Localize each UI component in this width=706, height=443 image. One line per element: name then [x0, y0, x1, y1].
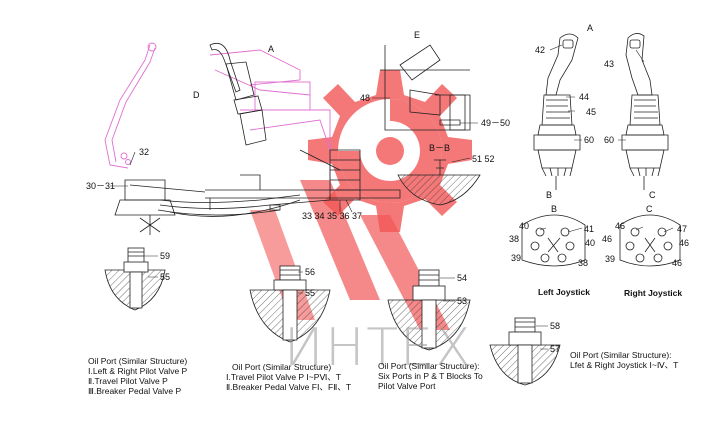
callout-56: 56	[305, 267, 316, 277]
caption-3-title: Oil Port (Similar Structure):	[378, 361, 480, 371]
callout-39-left: 39	[511, 253, 522, 263]
callout-48: 48	[360, 93, 371, 103]
callout-60-right: 60	[604, 135, 615, 145]
right-joystick-drawing	[621, 33, 669, 190]
callout-41: 41	[584, 224, 595, 234]
left-joystick-drawing	[533, 33, 581, 190]
caption-2-line-2: Ⅱ.Breaker Pedal Valve FⅠ、FⅡ、T	[226, 382, 352, 392]
view-arrow-b: B	[546, 190, 553, 200]
caption-4-line-1: Lfet & Right Joystick Ⅰ~Ⅳ、T	[570, 360, 679, 370]
caption-3-line-1: Six Ports in P & T Blocks To	[378, 371, 483, 381]
callout-46-bottom: 46	[672, 258, 683, 268]
view-title-b: B	[551, 204, 558, 214]
view-label-a-right: A	[587, 23, 594, 33]
callout-40-right: 40	[585, 238, 596, 248]
left-joystick-title: Left Joystick	[538, 287, 590, 297]
callout-53: 53	[457, 296, 468, 306]
callout-44: 44	[579, 92, 590, 102]
port-view-c	[619, 214, 681, 267]
callout-42: 42	[535, 45, 546, 55]
view-arrow-c: C	[649, 190, 656, 200]
oil-port-detail-4	[489, 317, 561, 386]
callout-57: 57	[550, 344, 561, 354]
oil-port-detail-3	[387, 269, 471, 351]
callout-54: 54	[457, 273, 468, 283]
caption-2-line-1: Ⅰ.Travel Pilot Valve P Ⅰ~PⅥ、T	[226, 372, 341, 382]
callout-46-right: 46	[679, 238, 690, 248]
callout-49-50: 49－50	[481, 118, 511, 128]
callout-38-top: 38	[509, 234, 520, 244]
callout-58: 58	[550, 321, 561, 331]
view-label-d: D	[193, 90, 200, 100]
callout-32: 32	[139, 147, 150, 157]
callout-55-first: 55	[160, 272, 171, 282]
callout-40-top: 40	[519, 221, 530, 231]
callout-43: 43	[604, 59, 615, 69]
callout-46-left: 46	[602, 234, 613, 244]
caption-3-line-2: Pilot Valve Port	[378, 381, 436, 391]
caption-2-title: Oil Port (Similar Structure)	[232, 362, 332, 372]
callout-47: 47	[677, 224, 688, 234]
section-label-bb: B－B	[429, 143, 451, 153]
port-view-b	[521, 214, 586, 267]
view-label-a: A	[268, 44, 275, 54]
right-joystick-title: Right Joystick	[624, 288, 683, 298]
view-label-e: E	[414, 30, 421, 40]
caption-1-line-1: Ⅰ.Left & Right Pilot Valve P	[88, 366, 188, 376]
caption-1-line-3: Ⅲ.Breaker Pedal Valve P	[88, 386, 182, 396]
callout-30-31: 30－31	[86, 181, 116, 191]
watermark-text: ИНТЕХ	[284, 318, 473, 378]
caption-1-title: Oil Port (Similar Structure)	[88, 356, 188, 366]
leader-lines	[110, 44, 674, 350]
callout-39-right: 39	[605, 254, 616, 264]
callout-45: 45	[586, 107, 597, 117]
callout-59: 59	[160, 251, 171, 261]
oil-port-detail-1	[104, 247, 166, 311]
callout-60-left: 60	[584, 135, 595, 145]
callout-51-52: 51 52	[472, 154, 495, 164]
view-title-c: C	[646, 204, 653, 214]
phantom-lines	[104, 42, 331, 190]
oil-port-detail-2	[249, 265, 331, 343]
assembly-lines	[114, 42, 481, 235]
callout-55-second: 55	[305, 288, 316, 298]
caption-4-title: Oil Port (Similar Structure):	[570, 350, 672, 360]
callout-33-37: 33 34 35 36 37	[302, 211, 363, 221]
callout-38-bottom: 38	[578, 258, 589, 268]
caption-1-line-2: Ⅱ.Travel Pilot Valve P	[88, 376, 168, 386]
callout-46-top: 46	[615, 221, 626, 231]
